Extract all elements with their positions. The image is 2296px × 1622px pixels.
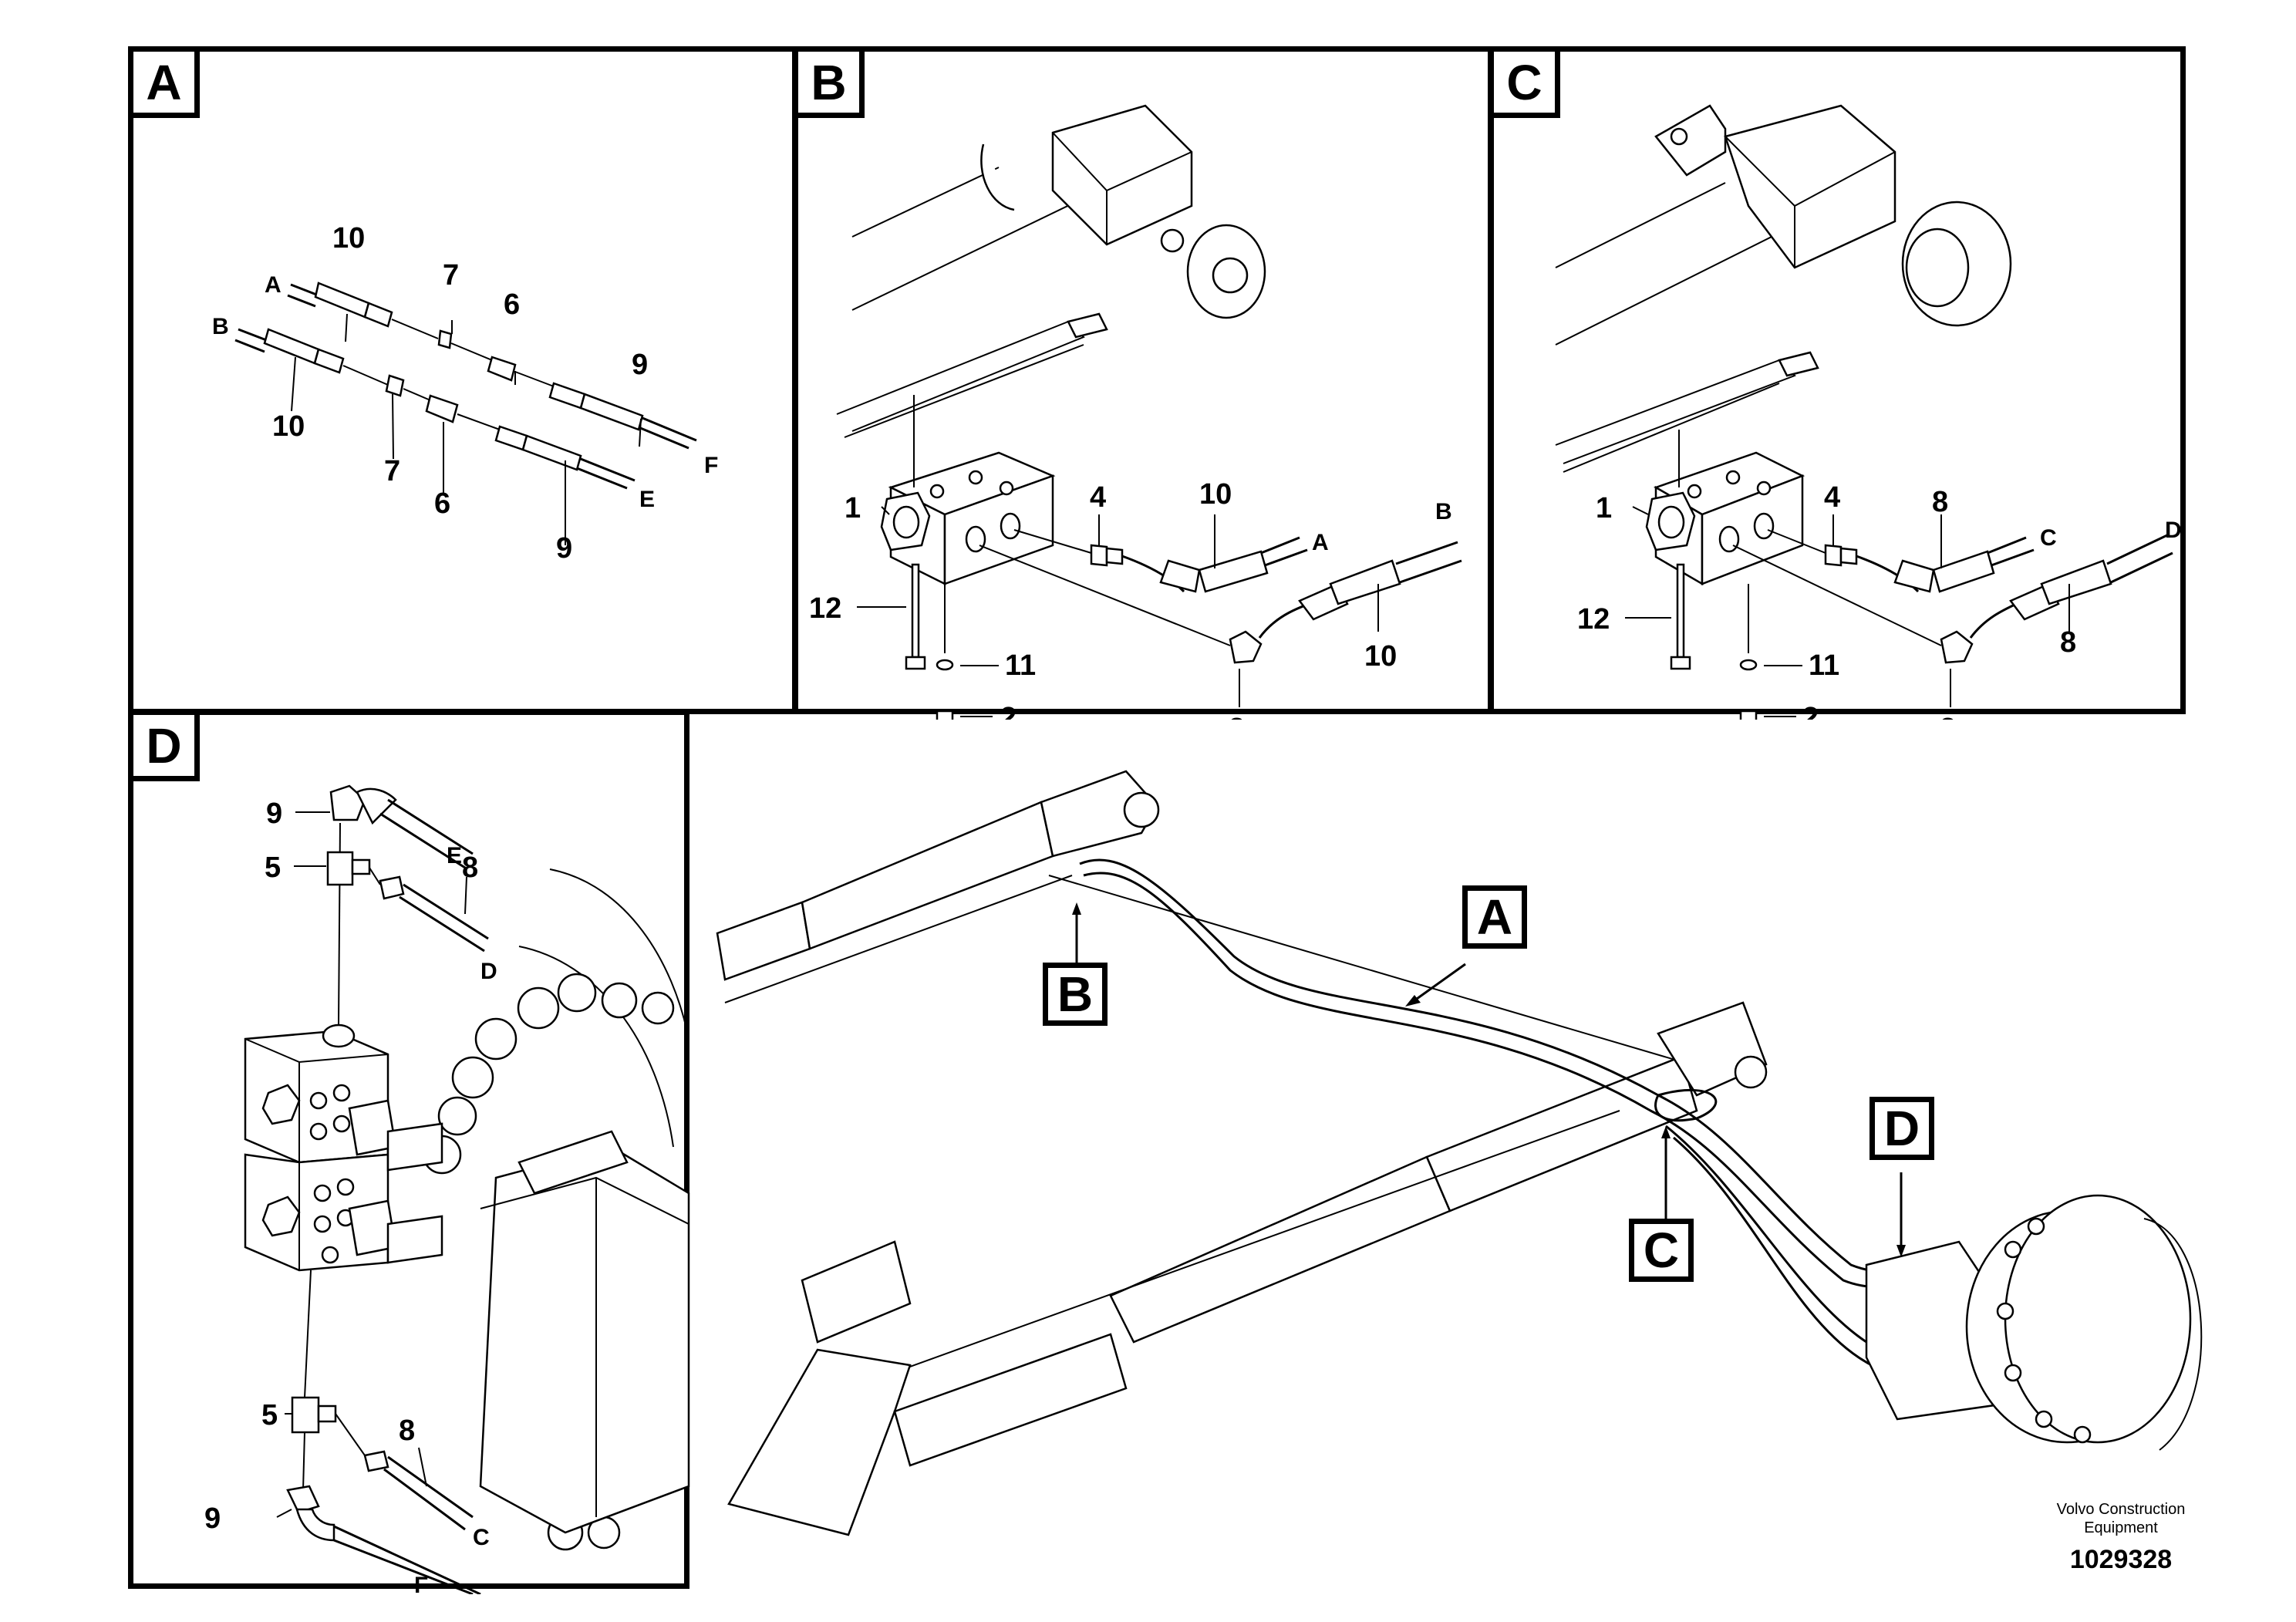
upper-fitting-chain — [287, 282, 697, 450]
label-9-bottom: 9 — [204, 1502, 221, 1535]
upper-cylinder — [716, 770, 1744, 1081]
panel-c: C — [1489, 46, 2186, 720]
end-label-a: A — [1312, 530, 1329, 555]
label-8-top: 8 — [462, 851, 478, 884]
valve-block — [1645, 430, 1805, 586]
bolt-seal-plug — [905, 563, 954, 720]
panel-c-drawing: 1 12 11 2 4 8 3 8 C D — [1555, 104, 2182, 720]
label-8-bottom: 8 — [399, 1415, 415, 1447]
end-label-b: B — [212, 314, 229, 339]
end-label-c: C — [2040, 525, 2057, 551]
label-7-bottom: 7 — [384, 455, 400, 487]
label-6-top: 6 — [504, 288, 520, 321]
motor-housing-background — [422, 868, 690, 1551]
label-12: 12 — [1577, 603, 1610, 636]
fittings-and-hoses — [1732, 529, 2173, 664]
overview-callout-a: A — [1462, 885, 1527, 949]
label-2: 2 — [1000, 702, 1017, 720]
valve-block — [880, 395, 1056, 586]
panel-b: B — [793, 46, 1493, 720]
label-11: 11 — [1809, 649, 1839, 682]
panel-b-letter: B — [798, 52, 865, 118]
cylinder-end-background — [836, 104, 1266, 438]
lower-tee-and-hoses — [286, 1270, 481, 1594]
footer: Volvo Construction Equipment 1029328 — [2005, 1500, 2237, 1575]
fittings-and-hoses — [979, 529, 1462, 664]
brand-line-2: Equipment — [2084, 1519, 2158, 1536]
panel-c-leaders — [1625, 506, 2070, 717]
drive-motor-gearbox — [1865, 1194, 2203, 1451]
label-1: 1 — [845, 492, 861, 524]
end-label-f: F — [414, 1573, 428, 1594]
label-9-top: 9 — [632, 349, 648, 381]
drawing-number: 1029328 — [2069, 1545, 2173, 1574]
panel-a-letter: A — [133, 52, 200, 118]
label-7-top: 7 — [443, 259, 459, 292]
end-label-e: E — [639, 487, 655, 512]
label-2: 2 — [1802, 702, 1819, 720]
brand-line-1: Volvo Construction — [2056, 1501, 2186, 1518]
label-3: 3 — [1940, 713, 1956, 720]
label-8-top: 8 — [1932, 486, 1948, 518]
end-label-f: F — [704, 453, 718, 478]
label-10-top: 10 — [332, 222, 365, 255]
label-10-bottom: 10 — [272, 410, 305, 443]
label-12: 12 — [809, 592, 841, 625]
label-6-bottom: 6 — [434, 487, 450, 520]
label-5-bottom: 5 — [261, 1399, 278, 1431]
end-label-c: C — [473, 1525, 490, 1550]
label-9-top: 9 — [266, 798, 282, 830]
label-11: 11 — [1005, 649, 1036, 682]
lower-cylinder — [727, 1001, 1768, 1536]
label-1: 1 — [1596, 492, 1612, 524]
end-label-e: E — [447, 843, 462, 868]
end-label-d: D — [480, 959, 497, 984]
overview-callout-c: C — [1629, 1219, 1694, 1282]
label-10-bottom: 10 — [1364, 640, 1397, 673]
panel-d-leaders — [276, 811, 467, 1518]
end-label-d: D — [2165, 518, 2182, 543]
end-label-b: B — [1435, 499, 1452, 524]
panel-b-drawing: 1 12 11 2 4 10 3 10 A B — [809, 104, 1462, 720]
panel-a-leaders — [291, 313, 642, 545]
bolt-seal-plug — [1670, 563, 1758, 720]
panel-a: A — [128, 46, 797, 714]
overview-callout-d: D — [1870, 1097, 1934, 1160]
label-4: 4 — [1090, 481, 1106, 514]
cylinder-end-background — [1555, 104, 2012, 473]
label-3: 3 — [1229, 713, 1245, 720]
upper-tee-and-hoses — [326, 784, 489, 1026]
panel-d-drawing: 9 5 8 5 8 9 E D C F — [204, 784, 690, 1594]
label-4: 4 — [1824, 481, 1840, 514]
label-8-bottom: 8 — [2060, 626, 2076, 659]
stacked-valve-blocks — [244, 1023, 443, 1272]
panel-d-letter: D — [133, 715, 200, 781]
label-9-bottom: 9 — [556, 532, 572, 565]
label-5-top: 5 — [265, 851, 281, 884]
overview-callout-pointers — [1072, 902, 1906, 1257]
panel-b-leaders — [857, 506, 1379, 717]
lower-fitting-chain — [234, 328, 636, 490]
overview-callout-b: B — [1043, 963, 1108, 1026]
panel-a-drawing: 10 7 6 9 10 7 6 9 A B F E — [212, 222, 718, 565]
panel-c-letter: C — [1494, 52, 1560, 118]
label-10-top: 10 — [1199, 478, 1232, 511]
panel-d: D — [128, 710, 690, 1594]
end-label-a: A — [265, 272, 282, 298]
